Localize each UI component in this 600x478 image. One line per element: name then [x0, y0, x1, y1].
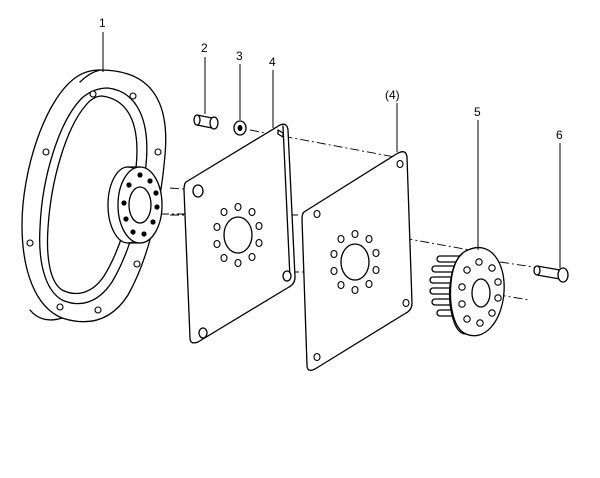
callout-1: 1: [99, 16, 106, 30]
leader-lines: [102, 32, 561, 268]
pin-hub-part-5: [429, 246, 505, 337]
coupling-plate-4-alt: [301, 151, 413, 371]
callout-4-alt: (4): [385, 88, 400, 102]
callout-6: 6: [556, 128, 563, 142]
callout-3: 3: [236, 49, 243, 63]
callout-5: 5: [474, 105, 481, 119]
coupling-plate-4: [183, 123, 296, 344]
callout-labels: 1 2 3 4 (4) 5 6: [99, 16, 563, 142]
washer-part-3: [233, 120, 247, 136]
bolt-part-6: [533, 265, 569, 283]
callout-4: 4: [269, 55, 276, 69]
callout-2: 2: [201, 41, 208, 55]
flywheel-flange: [21, 69, 167, 323]
bolt-part-2: [193, 114, 219, 130]
